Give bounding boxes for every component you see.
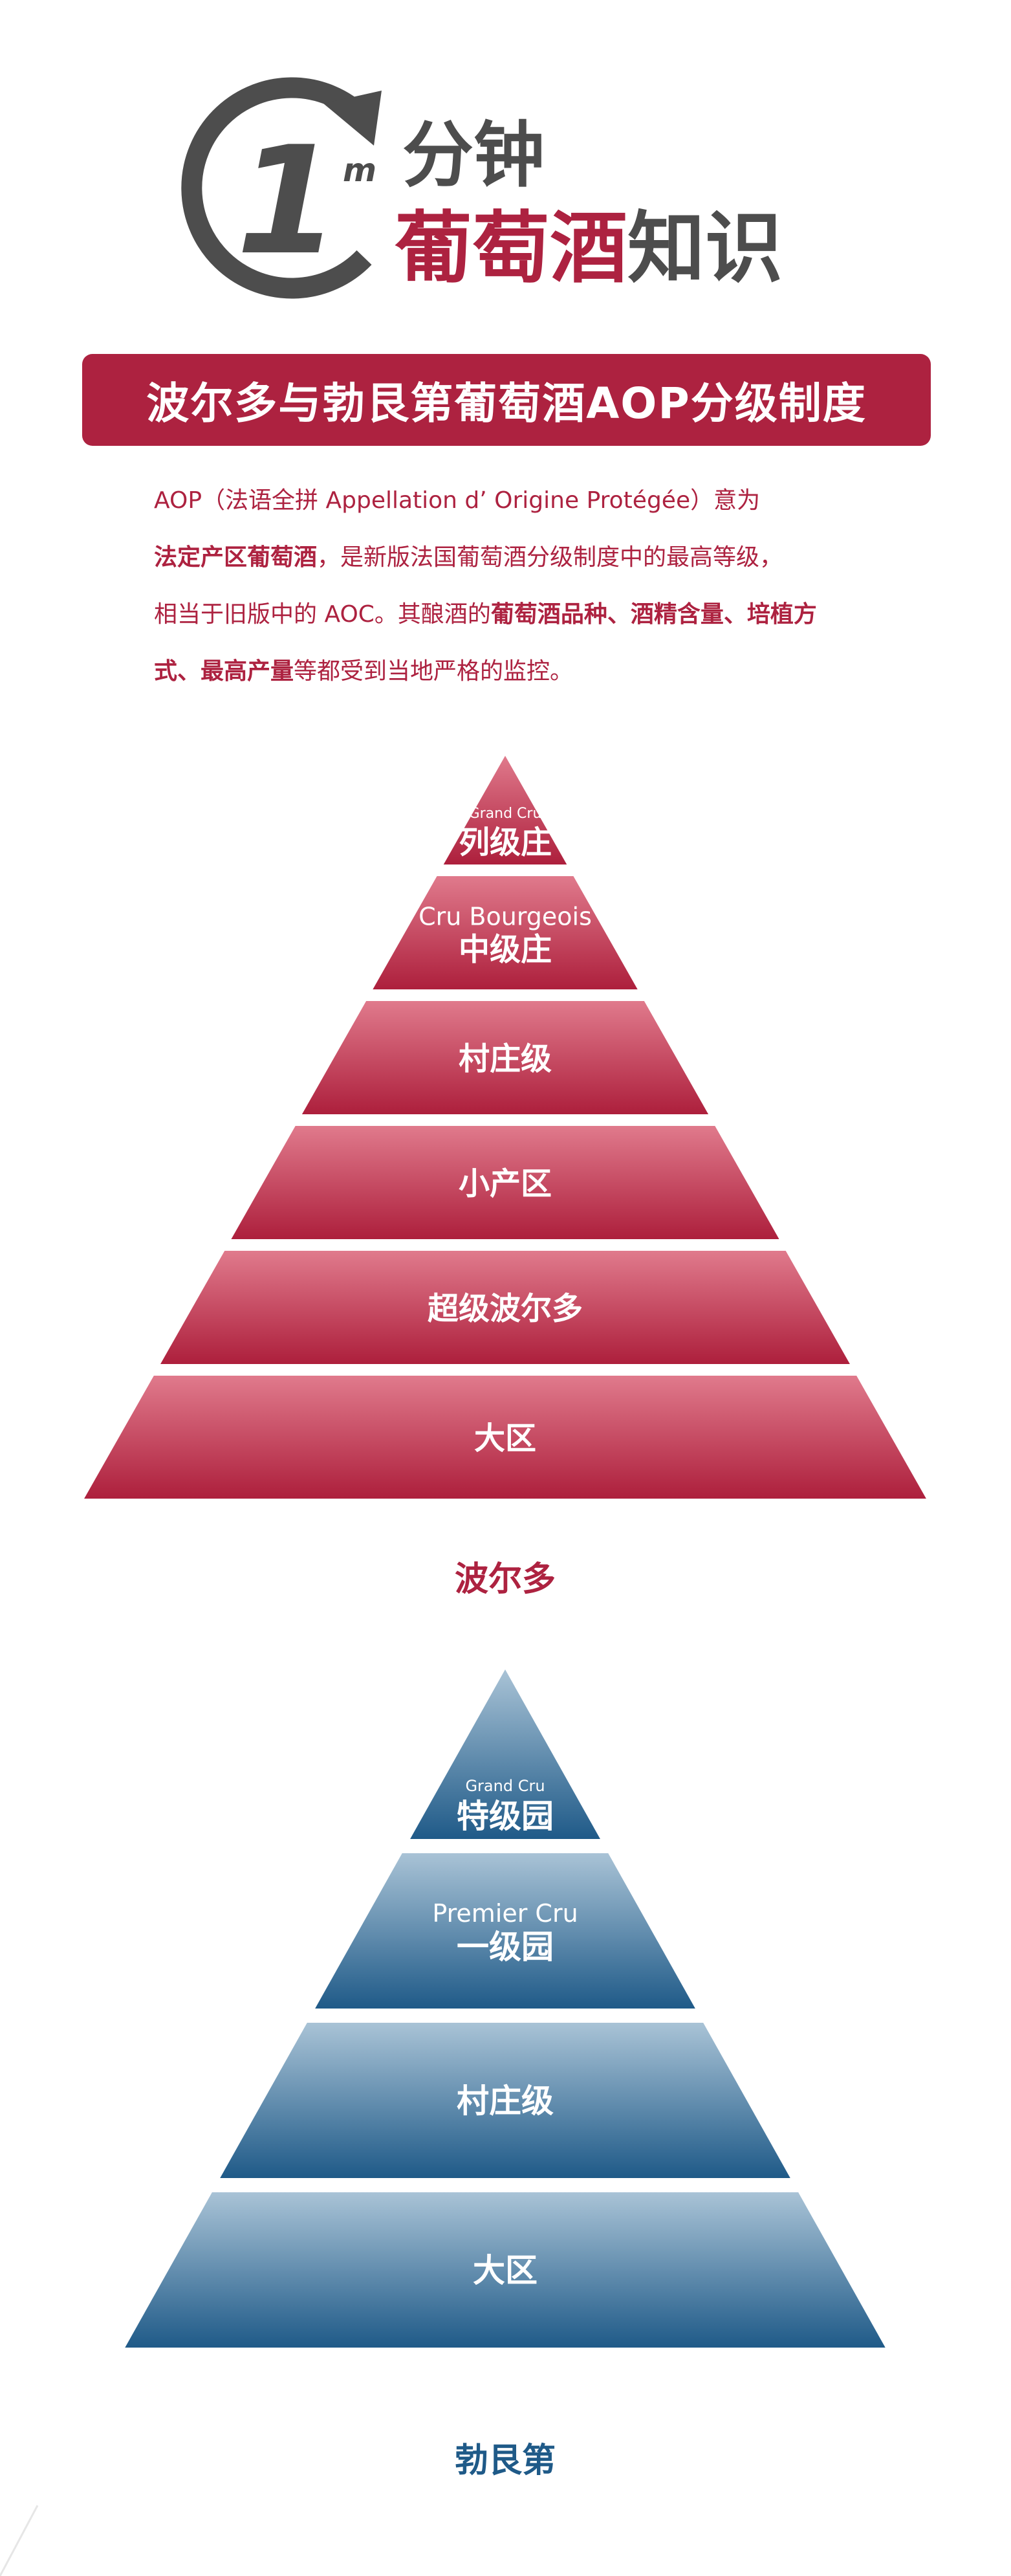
bordeaux-tier-2-en-label: Cru Bourgeois (419, 903, 592, 931)
logo-line2: 葡萄酒知识 (395, 204, 783, 294)
burgundy-tier-2-en-label: Premier Cru (432, 1899, 578, 1928)
logo: 1 m 分钟 葡萄酒知识 (181, 77, 783, 299)
burgundy-tier-1-en-label: Grand Cru (465, 1777, 545, 1795)
bordeaux-tier-4 (231, 1126, 779, 1239)
title-banner: 波尔多与勃艮第葡萄酒AOP分级制度 (82, 354, 931, 446)
intro-line3-bold: 葡萄酒品种、酒精含量、培植方 (490, 601, 817, 628)
burgundy-tier-3 (220, 2023, 790, 2178)
intro-line4-bold: 式、最高产量 (154, 658, 294, 685)
burgundy-tier-1-zh-label: 特级园 (457, 1798, 554, 1835)
burgundy-caption: 勃艮第 (455, 2441, 556, 2480)
bordeaux-tier-1-zh-label: 列级庄 (459, 824, 552, 861)
circular-arrow-icon (181, 77, 382, 299)
bordeaux-tier-3-zh-label: 村庄级 (459, 1041, 552, 1077)
bordeaux-tier-3 (301, 1001, 709, 1114)
intro-paragraph: AOP（法语全拼 Appellation d’ Origine Protégée… (154, 472, 872, 700)
logo-badge-number: 1 (236, 115, 340, 288)
bordeaux-tier-1 (443, 756, 567, 864)
banner-title: 波尔多与勃艮第葡萄酒AOP分级制度 (146, 379, 867, 428)
bordeaux-tier-6-zh-label: 大区 (474, 1420, 536, 1457)
intro-line4-rest: 等都受到当地严格的监控。 (294, 658, 574, 685)
intro-line2-bold: 法定产区葡萄酒 (154, 544, 318, 571)
logo-line2-gray: 知识 (627, 204, 783, 294)
bordeaux-pyramid: Grand Cru 列级庄 Cru Bourgeois中级庄村庄级小产区超级波尔多大… (84, 756, 926, 1499)
bordeaux-tier-2-zh-label: 中级庄 (459, 932, 552, 968)
bordeaux-tier-5-zh-label: 超级波尔多 (428, 1291, 583, 1327)
logo-line2-red: 葡萄酒 (395, 204, 627, 294)
bordeaux-tier-2 (373, 876, 638, 989)
burgundy-tier-2-zh-label: 一级园 (457, 1928, 554, 1966)
corner-decoration (0, 2505, 39, 2576)
bordeaux-tier-4-zh-label: 小产区 (459, 1166, 552, 1202)
burgundy-tier-1 (410, 1669, 600, 1839)
bordeaux-tier-6 (84, 1376, 926, 1499)
burgundy-tier-2 (315, 1853, 695, 2009)
bordeaux-tier-5 (160, 1251, 850, 1364)
bordeaux-caption: 波尔多 (455, 1560, 556, 1599)
intro-line3-a: 相当于旧版中的 AOC。其酿酒的 (154, 601, 491, 628)
intro-line1: AOP（法语全拼 Appellation d’ Origine Protégée… (154, 487, 761, 514)
logo-line1: 分钟 (402, 114, 545, 197)
burgundy-tier-4-zh-label: 大区 (473, 2252, 538, 2289)
burgundy-tier-4 (125, 2192, 886, 2348)
intro-line2-rest: ，是新版法国葡萄酒分级制度中的最高等级， (317, 544, 783, 571)
burgundy-tier-3-zh-label: 村庄级 (457, 2082, 554, 2120)
bordeaux-tier-1-en-label: Grand Cru (469, 806, 542, 822)
logo-badge-sup: m (343, 151, 376, 189)
